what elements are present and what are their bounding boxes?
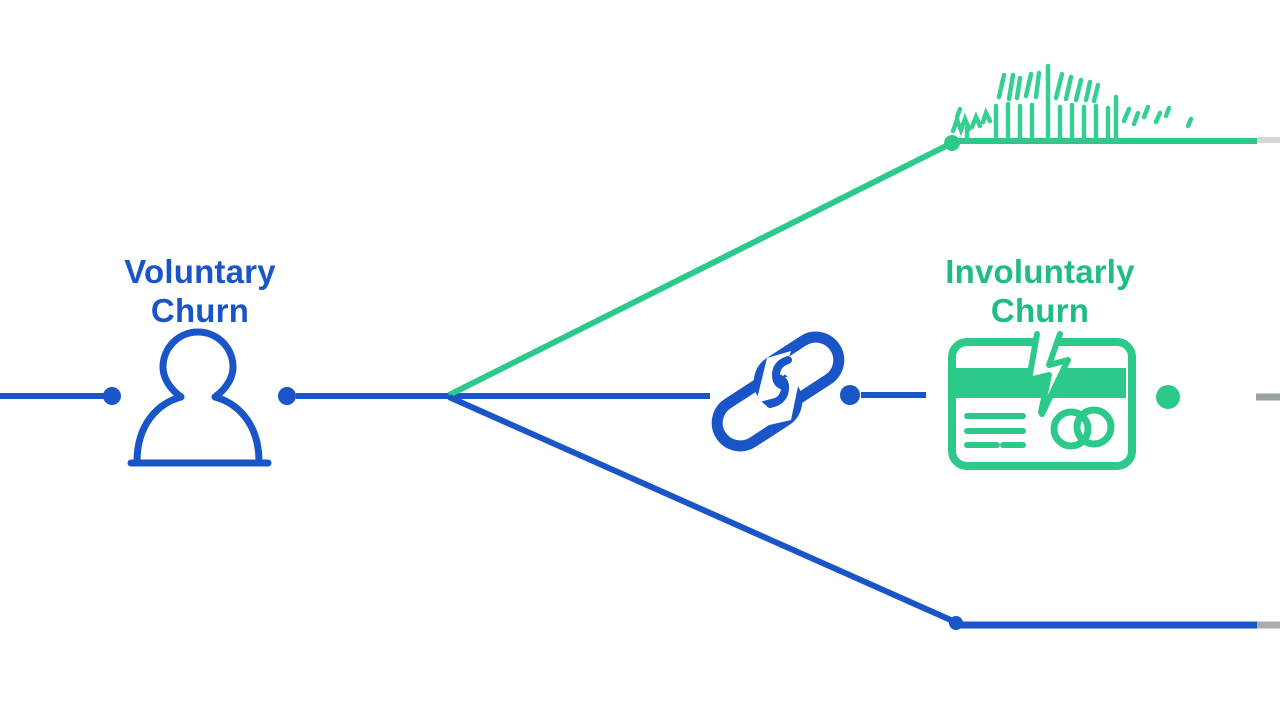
blue-branch-line xyxy=(447,394,955,624)
green-branch-line xyxy=(447,141,952,398)
involuntary-churn-label: Involuntarly Churn xyxy=(925,252,1155,330)
voluntary-churn-line2: Churn xyxy=(150,292,250,329)
involuntary-churn-line2: Churn xyxy=(990,292,1090,329)
card-crack-right-edge xyxy=(1039,331,1071,417)
card-text-lines xyxy=(964,413,1026,448)
broken-credit-card-icon xyxy=(948,330,1136,470)
involuntary-churn-line1: Involuntarly xyxy=(945,253,1135,290)
card-right-dot xyxy=(1156,385,1180,409)
noise-scribble-icon xyxy=(950,63,1194,142)
card-logo-circle-right xyxy=(1073,406,1115,448)
left-rail-dot xyxy=(103,387,121,405)
chain-right-hook xyxy=(771,356,792,390)
voluntary-churn-label: Voluntary Churn xyxy=(90,252,310,330)
broken-link-icon xyxy=(711,331,845,452)
person-body-outline xyxy=(133,328,263,466)
voluntary-churn-line1: Voluntary xyxy=(124,253,276,290)
person-icon xyxy=(127,328,272,467)
link-right-dot xyxy=(840,385,860,405)
chain-break-gap xyxy=(756,351,801,426)
card-crack-left-edge xyxy=(1026,331,1052,415)
person-right-dot xyxy=(278,387,296,405)
